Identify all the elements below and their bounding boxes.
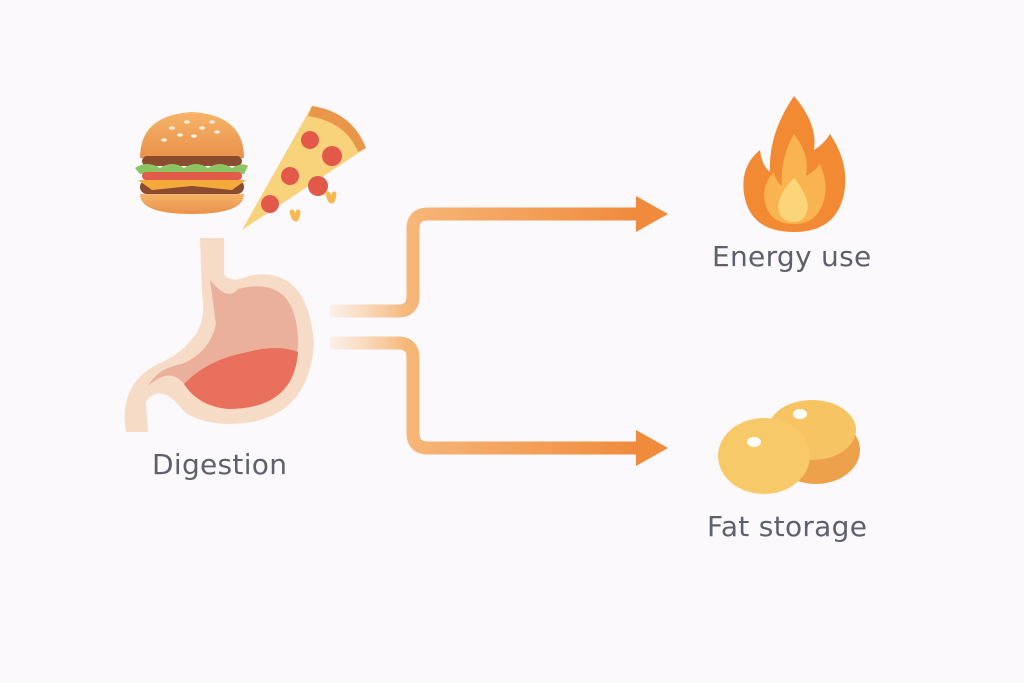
stomach-icon	[124, 238, 315, 432]
digestion-label: Digestion	[152, 448, 288, 481]
arrow-to-fat	[330, 336, 638, 455]
energy-use-label: Energy use	[712, 240, 872, 273]
fat-storage-label: Fat storage	[707, 510, 868, 543]
flame-icon	[743, 96, 846, 232]
arrow-to-energy	[330, 207, 638, 318]
fat-droplets-icon	[718, 400, 860, 494]
pizza-slice-icon	[242, 106, 366, 230]
branch-arrows	[330, 196, 668, 466]
burger-icon	[135, 112, 248, 214]
